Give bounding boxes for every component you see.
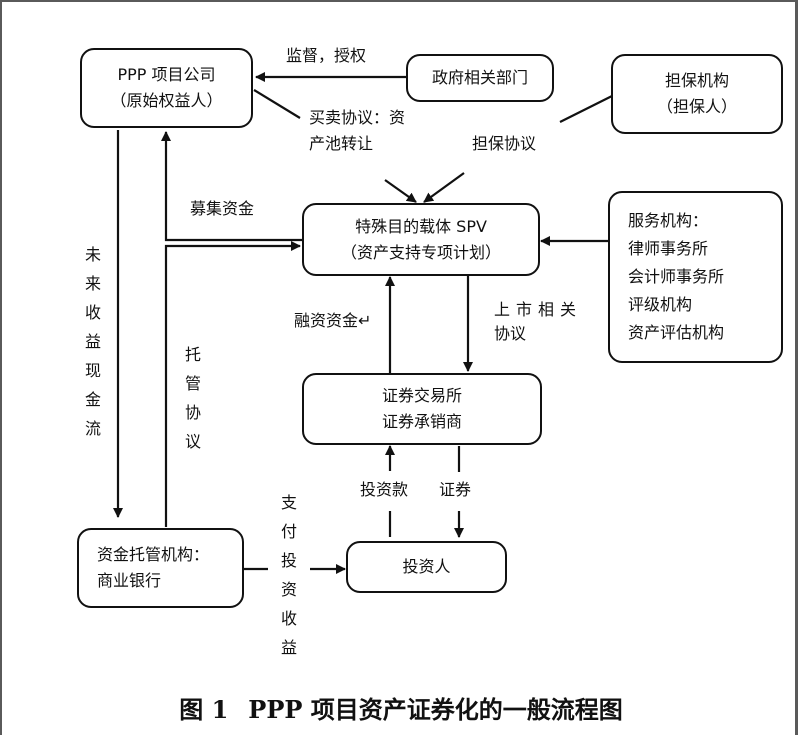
label-financing-funds: 融资资金↵ <box>294 311 372 330</box>
figure-caption: 图 1 PPP 项目资产证券化的一般流程图 <box>0 690 802 725</box>
line-guarantor <box>559 95 613 123</box>
node-exchange-line2: 证券承销商 <box>381 412 462 431</box>
label-pay-returns: 支付投资收益 <box>280 493 297 657</box>
label-investment: 投资款 <box>360 480 409 499</box>
node-custodian: 资金托管机构： 商业银行 <box>77 528 244 608</box>
label-guarantee-agreement: 担保协议 <box>472 134 537 153</box>
label-listing-agreement-2: 协议 <box>494 324 527 343</box>
caption-number: 图 1 <box>179 695 229 724</box>
node-service-line: 评级机构 <box>628 295 693 314</box>
node-guarantor: 担保机构 （担保人） <box>611 54 783 134</box>
line-sale-agreement <box>253 89 301 119</box>
node-service-line: 资产评估机构 <box>628 323 725 342</box>
node-ppp-company: PPP 项目公司 （原始权益人） <box>80 48 253 128</box>
node-guarantor-line1: 担保机构 <box>664 71 729 90</box>
arrow-guarantee-to-spv <box>423 172 465 203</box>
node-custodian-line2: 商业银行 <box>97 571 162 590</box>
arrow-sale-to-spv <box>384 179 417 203</box>
node-investor-line1: 投资人 <box>402 557 451 576</box>
label-sale-agreement-2: 产池转让 <box>309 134 374 153</box>
label-future-cashflow: 未来收益现金流 <box>84 245 101 438</box>
node-custodian-line1: 资金托管机构： <box>97 545 210 564</box>
node-exchange: 证券交易所 证券承销商 <box>302 373 542 445</box>
label-listing-agreement-1: 上市相关 <box>494 300 583 319</box>
caption-title: PPP 项目资产证券化的一般流程图 <box>248 695 623 724</box>
arrow-custody-to-spv <box>164 241 301 527</box>
node-investor: 投资人 <box>346 541 507 593</box>
node-spv: 特殊目的载体 SPV （资产支持专项计划） <box>302 203 540 276</box>
node-service: 服务机构： 律师事务所 会计师事务所 评级机构 资产评估机构 <box>608 191 783 363</box>
node-service-line: 服务机构： <box>628 211 709 230</box>
node-spv-line1: 特殊目的载体 SPV <box>355 216 487 236</box>
node-spv-line2: （资产支持专项计划） <box>340 242 501 262</box>
arrow-raise-funds <box>161 131 302 242</box>
label-sale-agreement-1: 买卖协议：资 <box>309 108 406 127</box>
label-securities: 证券 <box>439 480 472 499</box>
node-exchange-line1: 证券交易所 <box>381 386 462 405</box>
node-service-line: 会计师事务所 <box>628 267 725 286</box>
label-custody-agreement: 托管协议 <box>184 345 201 451</box>
label-supervise: 监督，授权 <box>286 46 367 65</box>
node-ppp-company-line2: （原始权益人） <box>110 91 223 110</box>
node-guarantor-line2: （担保人） <box>656 97 737 116</box>
label-raise-funds: 募集资金 <box>190 199 255 218</box>
node-government-line1: 政府相关部门 <box>431 68 528 87</box>
node-service-line: 律师事务所 <box>628 239 709 258</box>
node-government: 政府相关部门 <box>406 54 554 102</box>
node-ppp-company-line1: PPP 项目公司 <box>117 65 216 84</box>
